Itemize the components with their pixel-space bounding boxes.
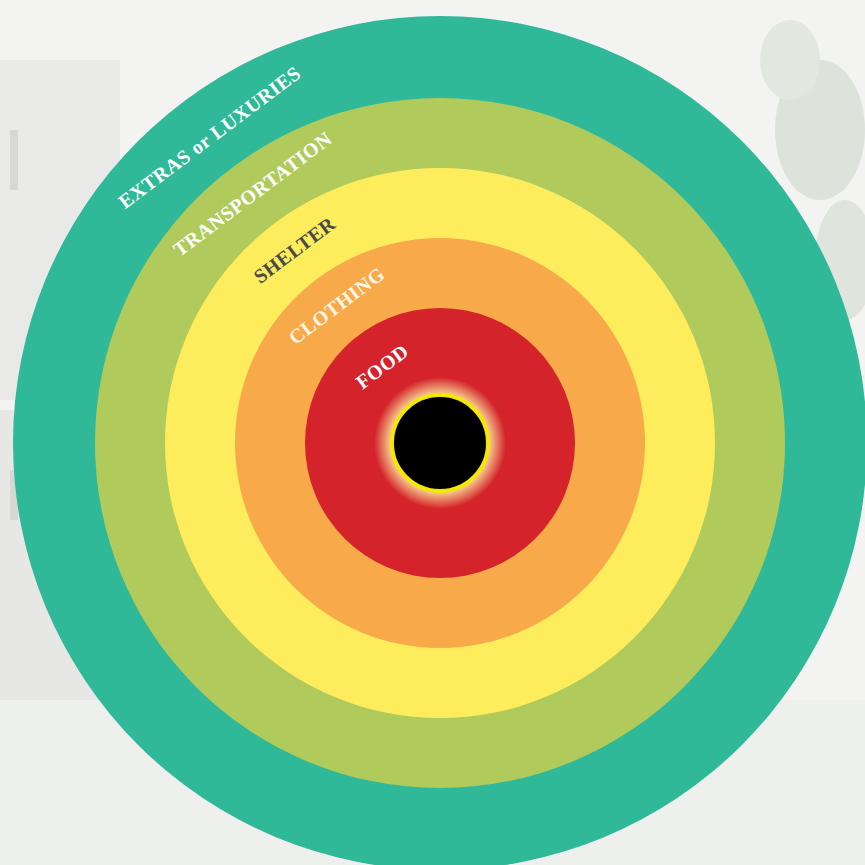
ring-fill (95, 98, 785, 788)
ring-fill (305, 308, 575, 578)
ring-fill (235, 238, 645, 648)
ring-fill (13, 16, 865, 865)
ring-fill (165, 168, 715, 718)
